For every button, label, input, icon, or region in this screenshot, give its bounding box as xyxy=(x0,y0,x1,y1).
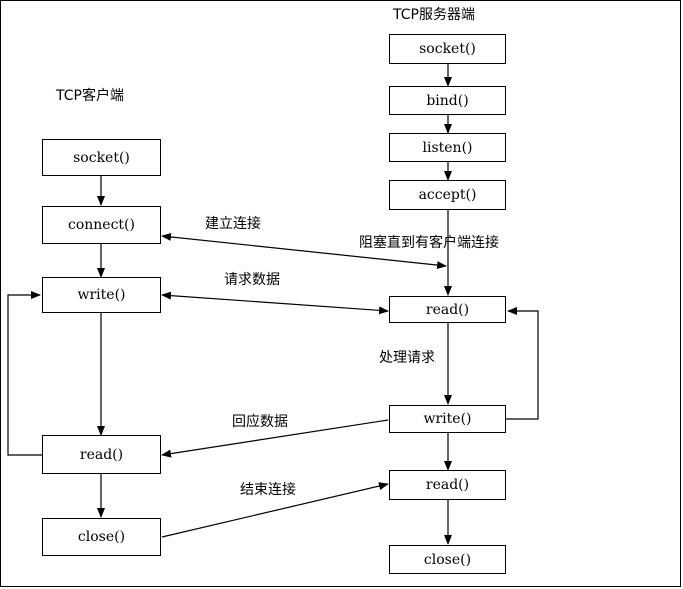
process-note: 处理请求 xyxy=(379,350,435,366)
arrow-close-exchange xyxy=(161,482,389,538)
arrow-server-loop xyxy=(506,307,539,420)
server-read-box: read() xyxy=(389,296,506,323)
client-title: TCP客户端 xyxy=(56,88,124,104)
arrow-response-exchange xyxy=(161,419,389,458)
client-close-box: close() xyxy=(42,518,161,556)
server-title: TCP服务器端 xyxy=(393,7,475,23)
server-bind-box: bind() xyxy=(389,86,506,115)
server-accept-box: accept() xyxy=(389,180,506,210)
connect-exchange-label: 建立连接 xyxy=(205,216,261,232)
server-close-box: close() xyxy=(389,545,506,574)
server-socket-box: socket() xyxy=(389,34,506,64)
client-socket-box: socket() xyxy=(42,139,161,176)
close-exchange-label: 结束连接 xyxy=(240,482,296,498)
client-connect-box: connect() xyxy=(42,206,161,244)
block-note: 阻塞直到有客户端连接 xyxy=(359,235,499,251)
client-read-box: read() xyxy=(42,435,161,474)
arrow-request-exchange xyxy=(161,291,389,315)
server-read2-box: read() xyxy=(389,470,506,500)
client-write-box: write() xyxy=(42,277,161,313)
server-write-box: write() xyxy=(389,405,506,433)
arrow-client-loop xyxy=(7,291,42,456)
server-listen-box: listen() xyxy=(389,133,506,162)
request-exchange-label: 请求数据 xyxy=(224,272,280,288)
arrow-connect-exchange xyxy=(161,232,447,270)
response-exchange-label: 回应数据 xyxy=(232,414,288,430)
